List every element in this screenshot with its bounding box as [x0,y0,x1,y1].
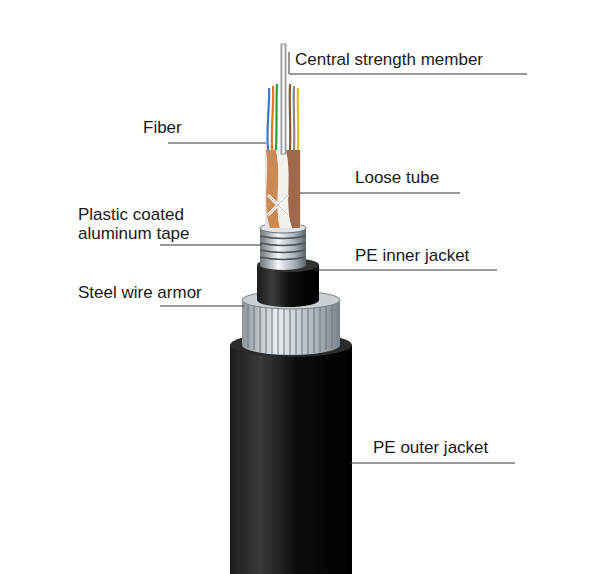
part-label: Plastic coated aluminum tape [78,205,228,243]
part-label: PE outer jacket [373,438,488,457]
part-label: PE inner jacket [355,246,469,265]
part-label: Loose tube [355,168,439,187]
part-label: Steel wire armor [78,283,202,302]
part-label: Fiber [143,118,182,137]
part-label: Central strength member [295,50,483,69]
